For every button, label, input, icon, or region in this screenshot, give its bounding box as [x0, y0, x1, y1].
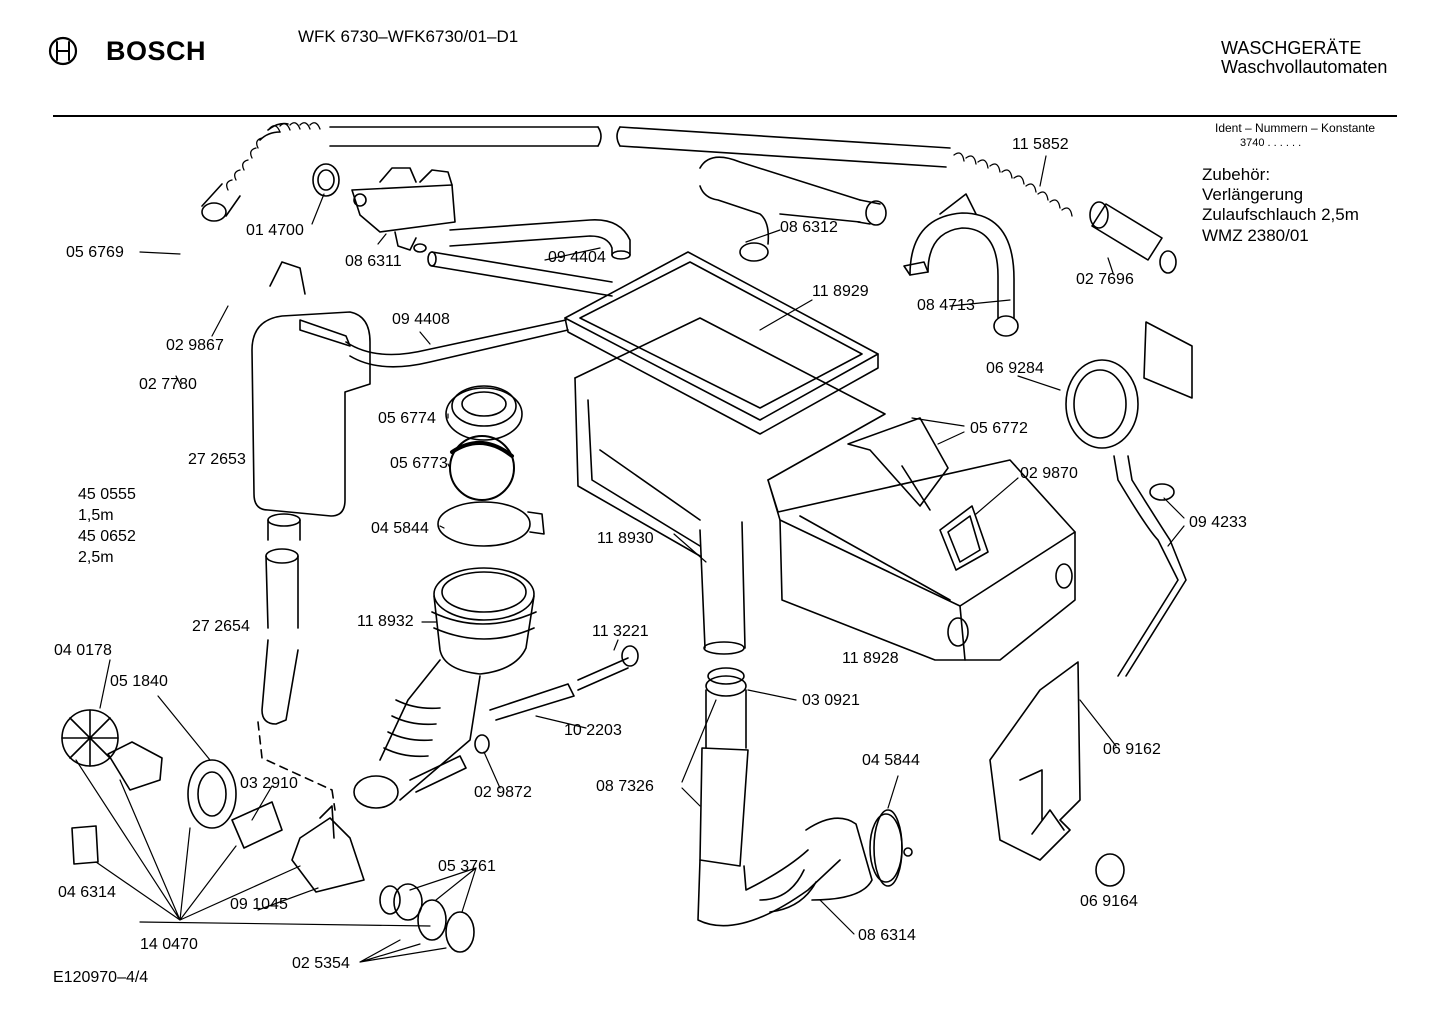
part-label: 02 9867	[166, 337, 224, 354]
pump-parts-drawing	[61, 709, 475, 953]
connector-027696-drawing	[1089, 201, 1177, 274]
part-label: 04 5844	[862, 752, 920, 769]
part-label: 06 9164	[1080, 893, 1138, 910]
part-label: 05 6773	[390, 455, 448, 472]
part-label: 27 2653	[188, 451, 246, 468]
model-number: WFK 6730–WFK6730/01–D1	[298, 27, 519, 46]
part-label: 05 3761	[438, 858, 496, 875]
part-label: 45 0555	[78, 486, 136, 503]
part-label: 11 8932	[357, 613, 414, 630]
pressure-hose-drawing	[1113, 455, 1187, 677]
accessory-line-1: Zubehör:	[1202, 165, 1271, 184]
drawing-id: E120970–4/4	[53, 969, 149, 986]
part-label: 08 6311	[345, 253, 402, 270]
part-label: 09 1045	[230, 896, 288, 913]
detergent-drawer-drawing	[564, 251, 886, 557]
part-label: 02 9870	[1020, 465, 1078, 482]
part-label: 02 5354	[292, 955, 350, 972]
part-label: 11 8930	[597, 530, 654, 547]
part-label: 11 8928	[842, 650, 899, 667]
part-label: 06 9162	[1103, 741, 1161, 758]
washing-agent-housing-drawing	[699, 417, 1076, 661]
part-label: 02 7696	[1076, 271, 1134, 288]
header-divider	[53, 115, 1397, 117]
part-label: 03 2910	[240, 775, 298, 792]
part-label: 08 6312	[780, 219, 838, 236]
part-label: 10 2203	[564, 722, 622, 739]
accessory-line-3: Zulaufschlauch 2,5m	[1202, 205, 1359, 224]
accessory-line-2: Verlängerung	[1202, 185, 1304, 204]
bosch-logo-icon	[48, 36, 78, 66]
detergent-container-drawing	[251, 261, 569, 541]
drain-hose-272654-drawing	[257, 548, 336, 811]
part-label: 09 4233	[1189, 514, 1247, 531]
part-label: 11 5852	[1012, 136, 1069, 153]
part-label: 27 2654	[192, 618, 250, 635]
part-label: 09 4408	[392, 311, 450, 328]
bracket-069162-drawing	[989, 661, 1125, 887]
part-label: 03 0921	[802, 692, 860, 709]
part-label: 09 4404	[548, 249, 606, 266]
bracket-084713-drawing	[903, 193, 1019, 337]
accessory-line-4: WMZ 2380/01	[1202, 226, 1309, 245]
part-label: 05 1840	[110, 673, 168, 690]
sump-pipe-drawing	[697, 667, 903, 927]
part-label: 06 9284	[986, 360, 1044, 377]
part-label: 04 0178	[54, 642, 112, 659]
brand-name: BOSCH	[106, 36, 207, 66]
clamp-045844-drawing	[437, 501, 545, 547]
part-label: 11 8929	[812, 283, 869, 300]
part-label: 2,5m	[78, 549, 114, 566]
gasket-029870-drawing	[939, 505, 989, 571]
part-label: 05 6772	[970, 420, 1028, 437]
part-label: 05 6769	[66, 244, 124, 261]
part-label: 08 4713	[917, 297, 975, 314]
part-label: 01 4700	[246, 222, 304, 239]
inlet-hose-drawing	[201, 122, 1073, 222]
pressure-switch-drawing	[1065, 321, 1193, 449]
hose-094404-drawing	[427, 219, 631, 297]
ball-056773-drawing	[449, 435, 515, 501]
part-label: 08 7326	[596, 778, 654, 795]
clamp-045844b-drawing	[873, 809, 913, 887]
part-label: 04 5844	[371, 520, 429, 537]
leader-lines	[75, 155, 1185, 963]
seal-ring-056774-drawing	[445, 385, 523, 441]
category-subtitle: Waschvollautomaten	[1221, 57, 1388, 77]
part-label: 14 0470	[140, 936, 198, 953]
part-label: 04 6314	[58, 884, 116, 901]
pump-bellows-drawing	[353, 567, 639, 809]
inlet-valve-drawing	[312, 163, 456, 253]
part-label: 05 6774	[378, 410, 436, 427]
part-label: 08 6314	[858, 927, 916, 944]
part-label: 45 0652	[78, 528, 136, 545]
part-label: 02 9872	[474, 784, 532, 801]
ident-value: 3740 . . . . . .	[1240, 137, 1302, 149]
part-label: 1,5m	[78, 507, 114, 524]
hose-086312-drawing	[699, 156, 887, 262]
part-label: 02 7780	[139, 376, 197, 393]
category-title: WASCHGERÄTE	[1221, 38, 1362, 58]
part-label: 11 3221	[592, 623, 649, 640]
ident-label: Ident – Nummern – Konstante	[1215, 121, 1376, 135]
